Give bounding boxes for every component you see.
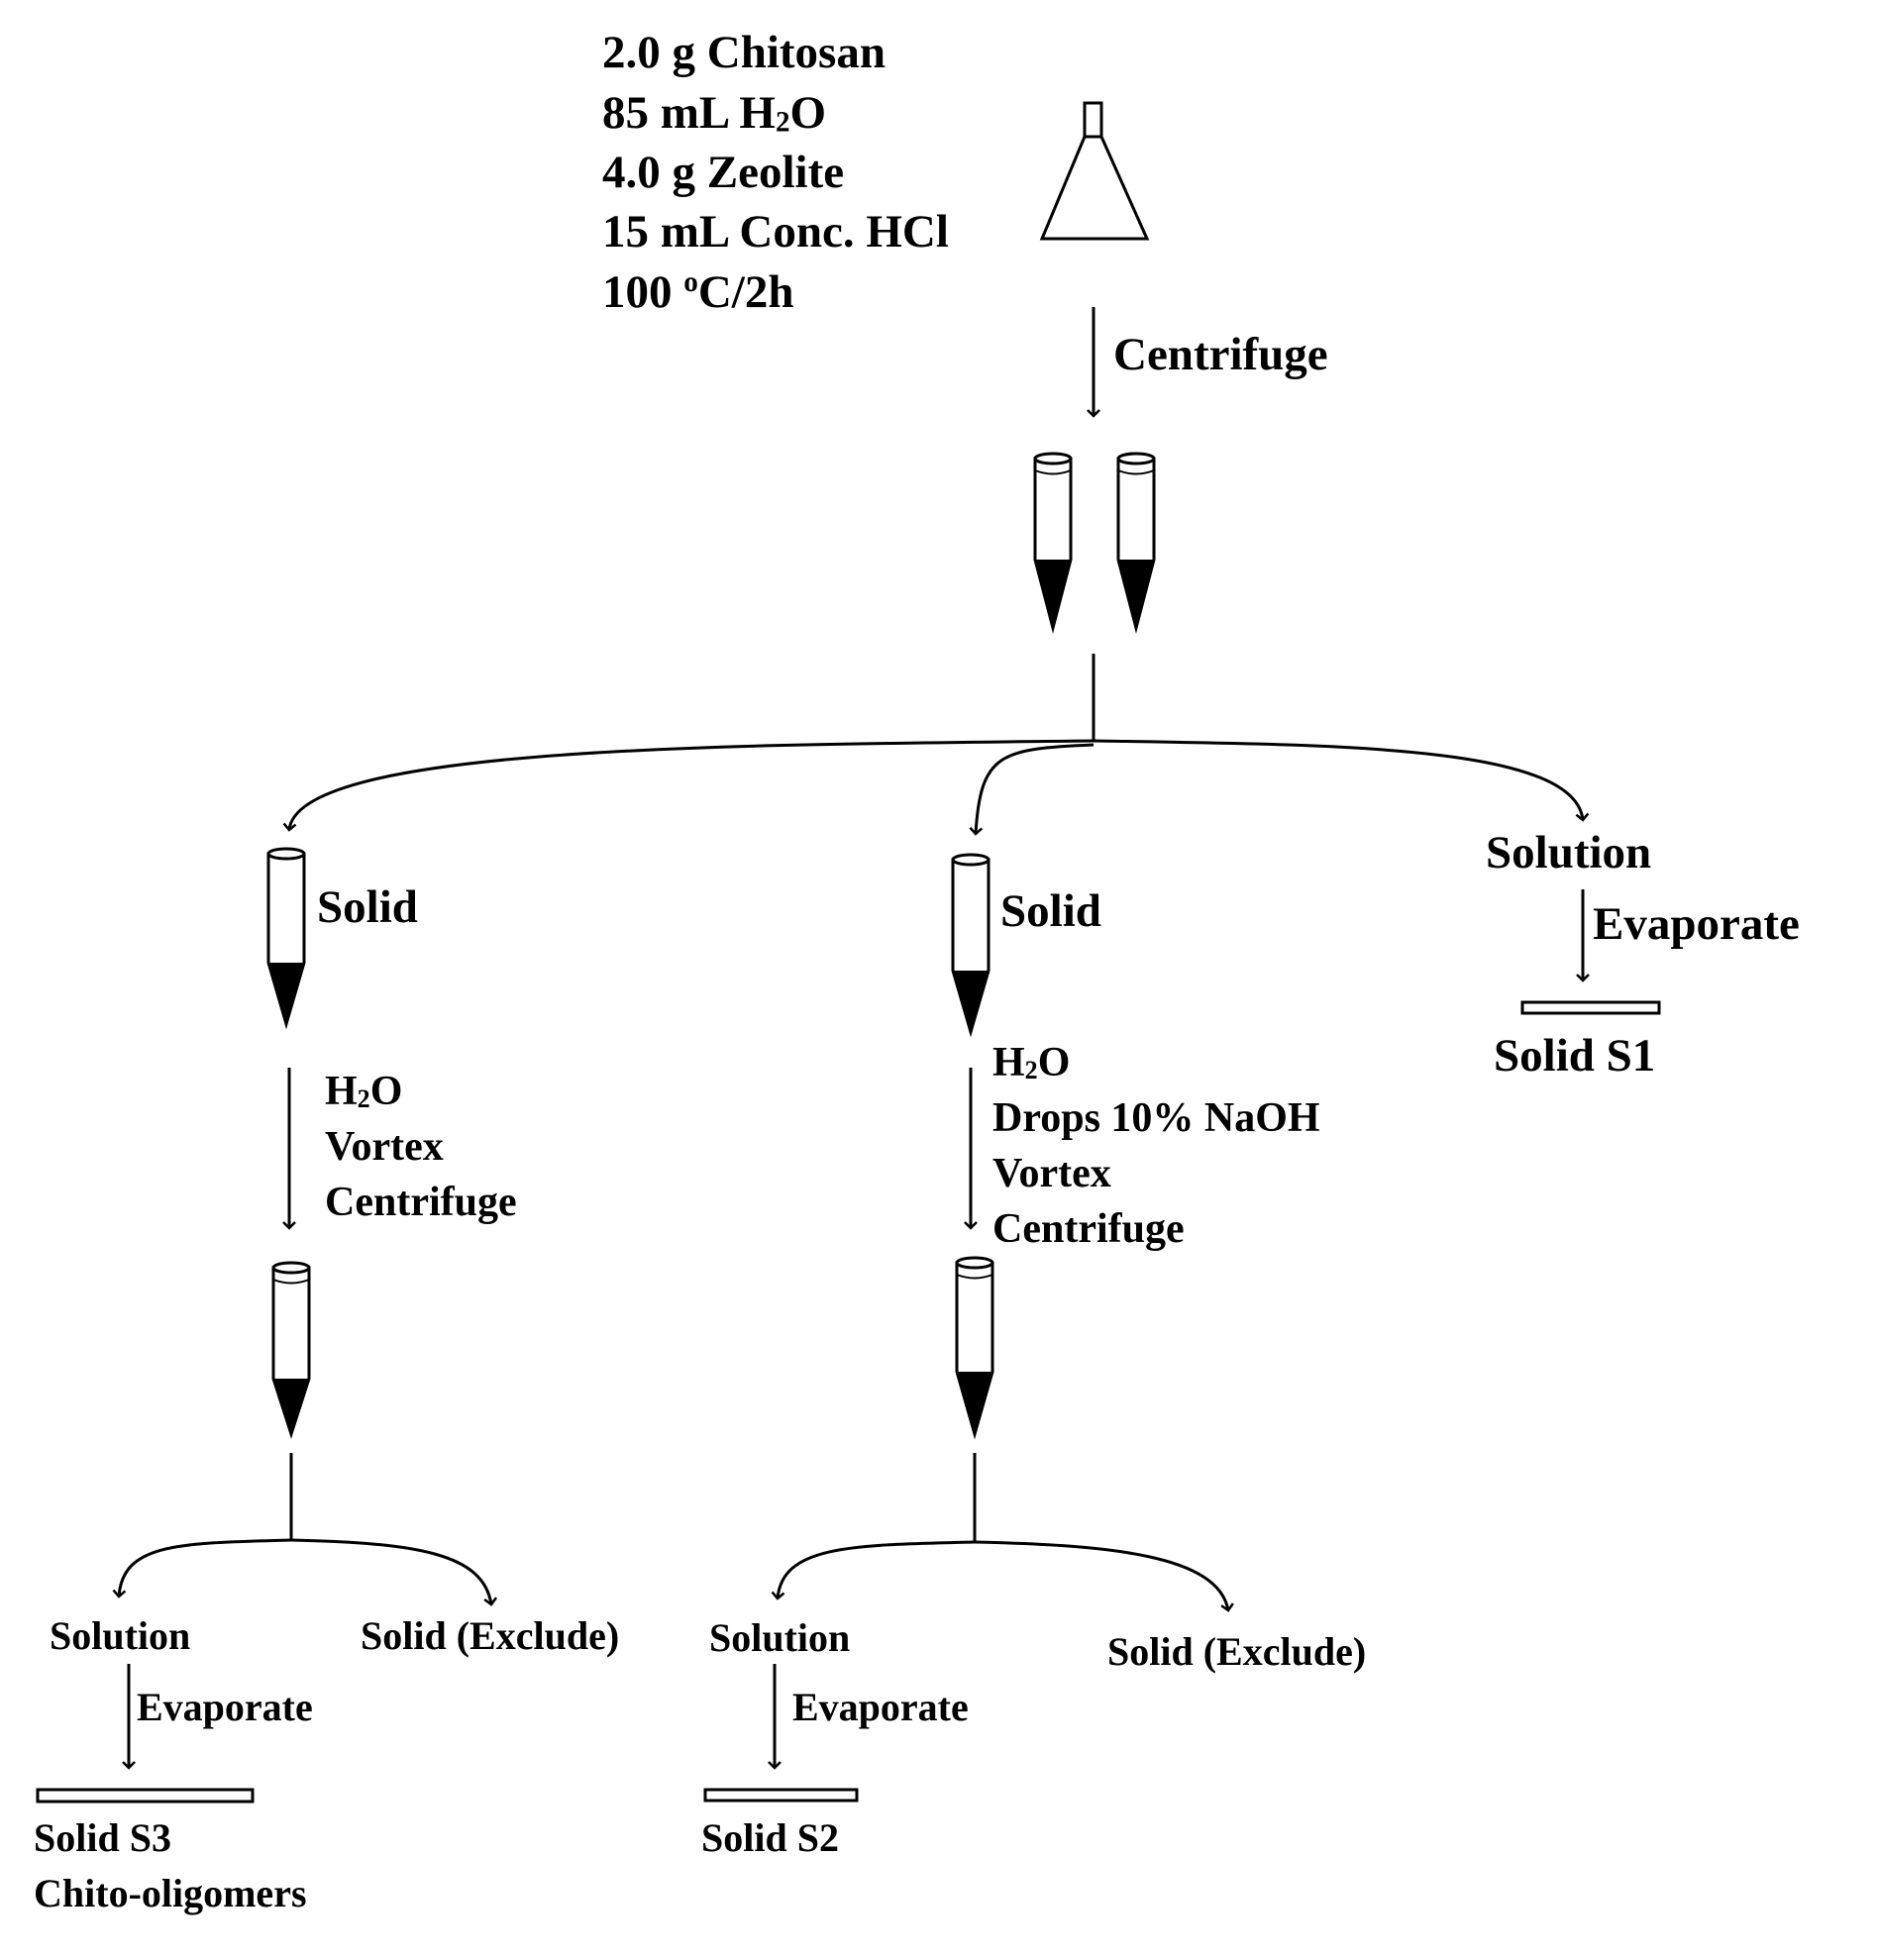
middle-split-connector [771, 1453, 1234, 1612]
solid-s2-label: Solid S2 [701, 1815, 839, 1860]
solid-s1-dish-icon [1520, 1000, 1661, 1015]
reagent-hcl: 15 mL Conc. HCl [602, 206, 949, 258]
left-split-connector [112, 1453, 498, 1606]
solid-s2-dish-icon [703, 1788, 859, 1803]
middle-solution-label: Solution [709, 1615, 851, 1660]
solid-s3-label: Solid S3 [34, 1815, 171, 1860]
reaction-conditions: 100 oC/2h [602, 266, 794, 319]
middle-solid-label: Solid [1000, 885, 1101, 937]
right-evaporate-label: Evaporate [1593, 898, 1800, 950]
middle-solid-tube-icon [951, 853, 991, 1038]
left-step-vortex: Vortex [325, 1124, 444, 1170]
centrifuge-tube-icon [1116, 452, 1156, 634]
right-solution-label: Solution [1486, 827, 1652, 878]
left-solid-tube-icon [266, 847, 306, 1030]
erlenmeyer-flask-icon [1039, 101, 1150, 241]
middle-solid-exclude-label: Solid (Exclude) [1107, 1629, 1367, 1674]
chito-oligomers-label: Chito-oligomers [34, 1871, 307, 1915]
middle-evaporate-label: Evaporate [792, 1685, 969, 1729]
left-solution-label: Solution [50, 1613, 191, 1658]
middle-step-centrifuge: Centrifuge [992, 1206, 1185, 1252]
reagent-zeolite: 4.0 g Zeolite [602, 147, 845, 198]
left-solid-label: Solid [317, 881, 418, 933]
left-centrifuge-tube-icon [271, 1261, 311, 1439]
reagent-water: 85 mL H2O [602, 87, 827, 139]
middle-reagent-water: H2O [992, 1040, 1071, 1085]
split-connector [282, 654, 1590, 836]
reagent-chitosan: 2.0 g Chitosan [602, 27, 886, 78]
solid-s3-dish-icon [36, 1788, 255, 1804]
left-reagent-water: H2O [325, 1069, 403, 1114]
left-evaporate-label: Evaporate [137, 1685, 313, 1729]
step-centrifuge: Centrifuge [1113, 329, 1328, 380]
middle-step-naoh: Drops 10% NaOH [992, 1095, 1320, 1141]
left-step-centrifuge: Centrifuge [325, 1180, 517, 1225]
centrifuge-tube-icon [1033, 452, 1073, 634]
left-solid-exclude-label: Solid (Exclude) [361, 1613, 620, 1658]
solid-s1-label: Solid S1 [1494, 1030, 1656, 1082]
middle-step-vortex: Vortex [992, 1151, 1111, 1196]
middle-centrifuge-tube-icon [955, 1256, 994, 1440]
